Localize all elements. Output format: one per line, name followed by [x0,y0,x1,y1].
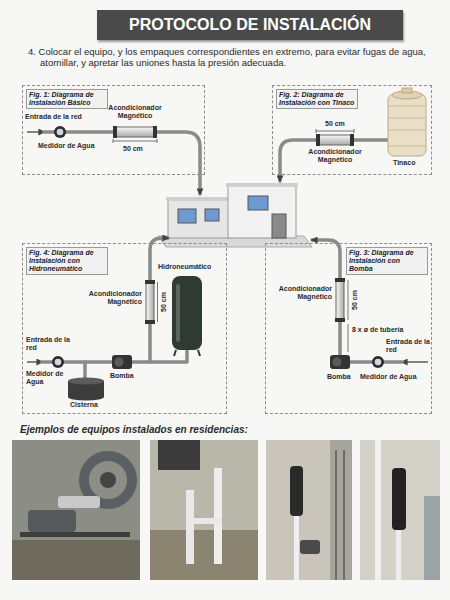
part-label: Acondicionador Magnético [78,290,142,307]
part-label: Entrada de la red [25,113,82,121]
part-label: Acondicionador Magnético [268,285,332,302]
figure-caption: Fig. 4: Diagrama de Instalación con Hidr… [26,247,108,275]
figure-panel: Fig. 3: Diagrama de Instalación con Bomb… [265,243,432,414]
part-label: Hidroneumático [158,263,211,271]
hydropneumatic-installation [27,238,202,401]
part-label: Medidor de Agua [26,370,72,387]
basic-installation [27,126,200,194]
instruction-text: 4. Colocar el equipo, y los empaques cor… [28,46,442,69]
part-label: 8 x ø de tubería [352,326,403,334]
part-label: Bomba [327,373,351,381]
part-label: Medidor de Agua [38,142,95,150]
title-banner: PROTOCOLO DE INSTALACIÓN [97,10,403,40]
part-label: Acondicionador Magnético [106,104,164,121]
part-label: Entrada de la red [26,336,72,353]
part-label: 50 cm [160,292,168,312]
pump-installation [312,240,428,369]
part-label: Tinaco [393,159,415,167]
part-label: Bomba [110,372,134,380]
title-text: PROTOCOLO DE INSTALACIÓN [129,16,371,34]
part-label: 50 cm [325,120,345,128]
part-label: Entrada de la red [386,338,431,355]
part-label: Cisterna [70,401,98,409]
example-photos [12,440,440,580]
figure-caption: Fig. 1: Diagrama de Instalación Básico [26,89,108,109]
figure-panel: Fig. 1: Diagrama de Instalación Básico [22,85,205,175]
part-label: 50 cm [351,290,359,310]
figure-caption: Fig. 2: Diagrama de Instalación con Tina… [276,89,358,109]
figure-caption: Fig. 3: Diagrama de Instalación con Bomb… [346,247,428,275]
part-label: Medidor de Agua [360,373,417,381]
part-label: 50 cm [123,145,143,153]
house [158,183,312,247]
section-heading: Ejemplos de equipos instalados en reside… [20,424,248,436]
part-label: Acondicionador Magnético [300,148,370,165]
